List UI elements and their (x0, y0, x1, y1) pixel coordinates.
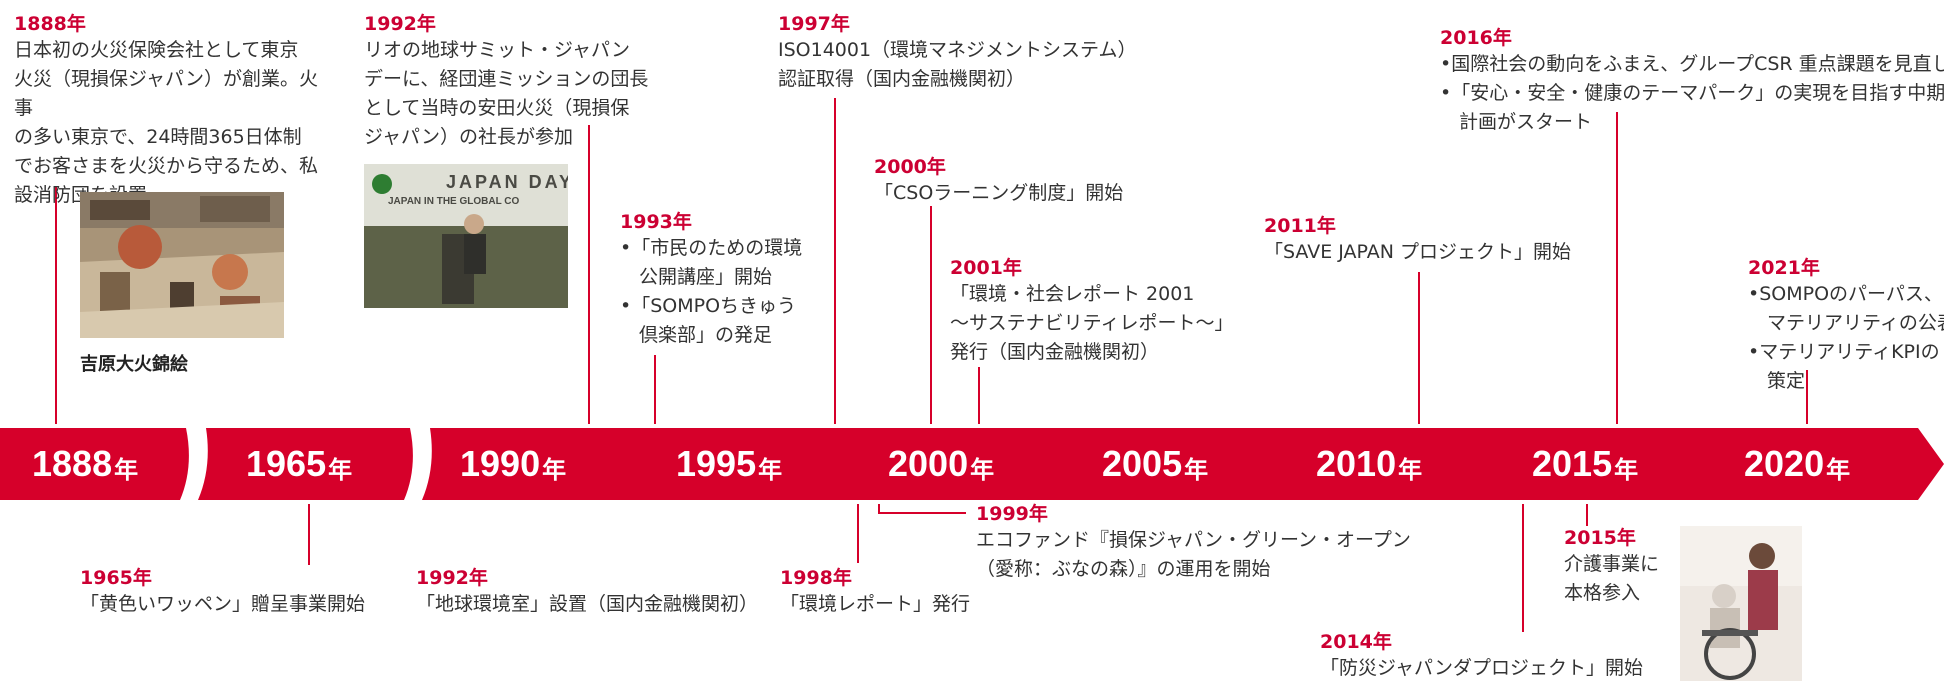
event-year: 2014年 (1320, 631, 1392, 653)
event-1997: 1997年 ISO14001（環境マネジメントシステム） 認証取得（国内金融機関… (778, 12, 1198, 94)
event-text: ISO14001（環境マネジメントシステム） 認証取得（国内金融機関初） (778, 39, 1137, 90)
woodblock-print-image (80, 192, 284, 338)
event-text: エコファンド『損保ジャパン・グリーン・オープン （愛称：ぶなの森）』の運用を開始 (976, 529, 1411, 580)
event-2016: 2016年 •国際社会の動向をふまえ、グループCSR 重点課題を見直し •「安心… (1440, 26, 1944, 137)
event-2021: 2021年 •SOMPOのパーパス、 マテリアリティの公表 •マテリアリティKP… (1748, 256, 1944, 396)
event-year: 1992年 (364, 13, 436, 35)
connector-2016 (1616, 112, 1618, 424)
event-year: 2011年 (1264, 215, 1336, 237)
connector-2021 (1806, 370, 1808, 424)
event-year: 1997年 (778, 13, 850, 35)
timeline-segment-1965 (198, 428, 413, 500)
event-text: 介護事業に 本格参入 (1564, 553, 1660, 604)
event-text: 「地球環境室」設置（国内金融機関初） (416, 593, 759, 615)
event-year: 1993年 (620, 211, 692, 233)
event-1888: 1888年 日本初の火災保険会社として東京 火災（現損保ジャパン）が創業。火事 … (14, 12, 334, 210)
connector-2014 (1522, 504, 1524, 632)
event-1992-bottom: 1992年 「地球環境室」設置（国内金融機関初） (416, 566, 776, 619)
event-year: 1888年 (14, 13, 86, 35)
connector-1999-v (878, 504, 880, 514)
event-year: 1965年 (80, 567, 152, 589)
event-text: •国際社会の動向をふまえ、グループCSR 重点課題を見直し •「安心・安全・健康… (1440, 53, 1944, 133)
event-text: 「防災ジャパンダプロジェクト」開始 (1320, 657, 1644, 679)
timeline-segment-1888 (0, 428, 189, 500)
connector-2015 (1586, 504, 1588, 526)
event-text: 「環境レポート」発行 (780, 593, 971, 615)
event-1965: 1965年 「黄色いワッペン」贈呈事業開始 (80, 566, 380, 619)
banner-text: JAPAN DAY (446, 172, 568, 192)
connector-1999-h (878, 512, 966, 514)
event-text: 日本初の火災保険会社として東京 火災（現損保ジャパン）が創業。火事 の多い東京で… (14, 39, 319, 206)
event-1998: 1998年 「環境レポート」発行 (780, 566, 1000, 619)
timeline-segment-main (422, 428, 1944, 500)
event-text: 「環境・社会レポート 2001 〜サステナビリティレポート〜」 発行（国内金融機… (950, 283, 1234, 363)
connector-1997 (834, 98, 836, 424)
event-text: リオの地球サミット・ジャパン デーに、経団連ミッションの団長 として当時の安田火… (364, 39, 649, 148)
event-year: 2015年 (1564, 527, 1636, 549)
event-2000: 2000年 「CSOラーニング制度」開始 (874, 155, 1194, 208)
event-2011: 2011年 「SAVE JAPAN プロジェクト」開始 (1264, 214, 1624, 267)
event-text: 「CSOラーニング制度」開始 (874, 182, 1124, 204)
event-year: 2016年 (1440, 27, 1512, 49)
image-caption: 吉原大火錦絵 (80, 354, 188, 375)
banner-subtext: JAPAN IN THE GLOBAL CO (388, 196, 520, 207)
connector-1965 (308, 504, 310, 565)
japan-day-photo: JAPAN DAY JAPAN IN THE GLOBAL CO (364, 164, 568, 308)
event-year: 2001年 (950, 257, 1022, 279)
connector-2011 (1418, 272, 1420, 424)
event-year: 2000年 (874, 156, 946, 178)
event-year: 1999年 (976, 503, 1048, 525)
event-year: 1992年 (416, 567, 488, 589)
event-text: 「SAVE JAPAN プロジェクト」開始 (1264, 241, 1571, 263)
connector-1888 (55, 187, 57, 424)
connector-1992-top (588, 125, 590, 424)
event-text: •SOMPOのパーパス、 マテリアリティの公表 •マテリアリティKPIの 策定 (1748, 283, 1944, 392)
nursing-care-photo (1680, 526, 1802, 681)
event-1993: 1993年 •「市民のための環境 公開講座」開始 •「SOMPOちきゅう 倶楽部… (620, 210, 830, 350)
event-2015: 2015年 介護事業に 本格参入 (1564, 526, 1684, 608)
connector-1993 (654, 355, 656, 424)
event-2001: 2001年 「環境・社会レポート 2001 〜サステナビリティレポート〜」 発行… (950, 256, 1290, 367)
event-year: 1998年 (780, 567, 852, 589)
connector-1998 (857, 504, 859, 563)
event-2014: 2014年 「防災ジャパンダプロジェクト」開始 (1320, 630, 1700, 683)
event-1999: 1999年 エコファンド『損保ジャパン・グリーン・オープン （愛称：ぶなの森）』… (976, 502, 1416, 584)
connector-2001 (978, 367, 980, 424)
event-text: 「黄色いワッペン」贈呈事業開始 (80, 593, 366, 615)
connector-2000 (930, 206, 932, 424)
timeline-band (0, 428, 1944, 500)
event-text: •「市民のための環境 公開講座」開始 •「SOMPOちきゅう 倶楽部」の発足 (620, 237, 803, 346)
event-1992-top: 1992年 リオの地球サミット・ジャパン デーに、経団連ミッションの団長 として… (364, 12, 664, 152)
event-year: 2021年 (1748, 257, 1820, 279)
